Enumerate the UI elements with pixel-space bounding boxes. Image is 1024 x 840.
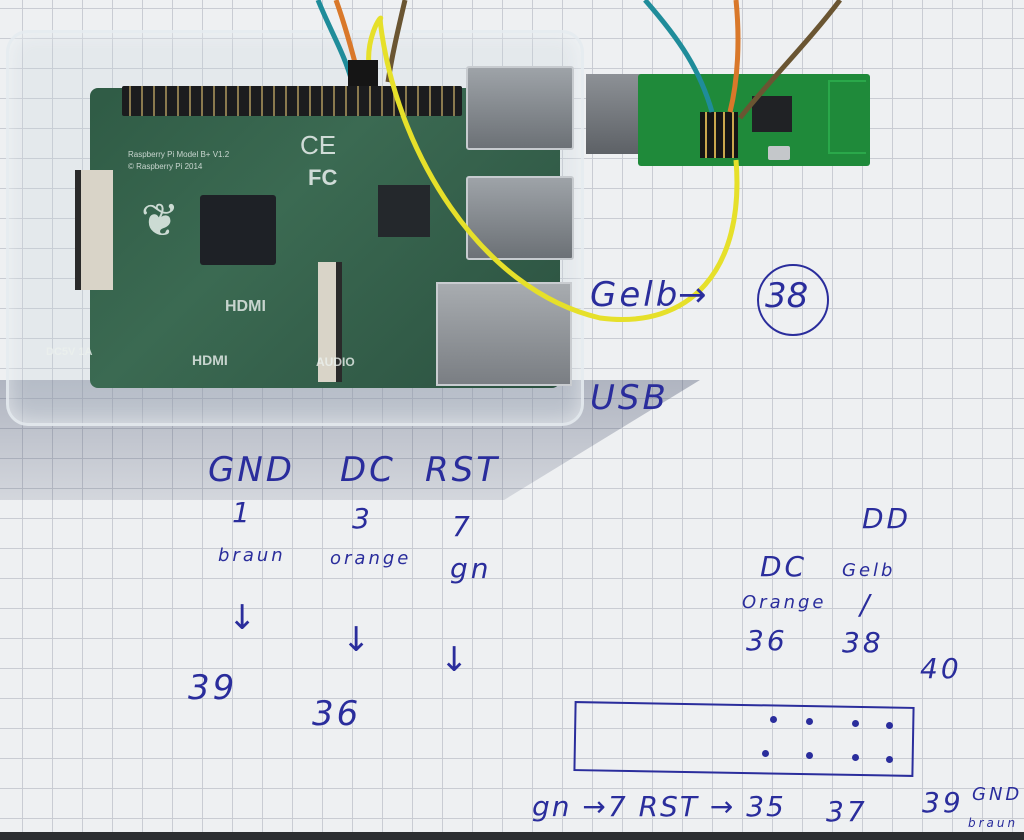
ce-mark: CE: [300, 130, 337, 160]
model-label: Raspberry Pi Model B+ V1.2: [128, 150, 230, 159]
pin-dot-37: [852, 754, 859, 761]
camera-connector: [318, 262, 342, 382]
col-rst-signal: RST: [425, 450, 500, 490]
diagram-gnd-color: braun: [968, 816, 1019, 830]
debug-connector-sketch: [573, 701, 915, 777]
diagram-dc-color: Orange: [742, 592, 827, 613]
dongle-mcu-chip: [752, 96, 792, 132]
diagram-pin-39: 39: [922, 786, 964, 819]
bottom-edge: [0, 832, 1024, 840]
col-gnd-arrow: ↓: [228, 598, 260, 638]
col-gnd-pin: 1: [232, 496, 253, 529]
pin-dot: [770, 716, 777, 723]
hdmi-label: HDMI: [225, 298, 266, 315]
diagram-dd-label: DD: [862, 502, 912, 535]
display-connector: [75, 170, 113, 290]
col-dc-signal: DC: [340, 450, 396, 490]
col-dc-pin: 3: [352, 502, 373, 535]
pin-dot-39: [886, 756, 893, 763]
diagram-dc-pin: 36: [746, 624, 788, 657]
usb-port-top: [466, 66, 574, 150]
pin-dot: [762, 750, 769, 757]
col-gnd-signal: GND: [208, 450, 295, 490]
col-gnd-color: braun: [218, 545, 286, 566]
raspberry-logo-icon: ❦: [140, 194, 180, 246]
usb-port-bottom: [466, 176, 574, 260]
diagram-dd-color: Gelb: [842, 560, 896, 581]
diagram-gnd-label: GND: [972, 784, 1023, 805]
col-rst-arrow: ↓: [440, 640, 472, 680]
audio-label: AUDIO: [316, 355, 355, 369]
diagram-pin-40: 40: [920, 652, 962, 685]
fc-mark: FC: [308, 165, 338, 190]
circled-pin-38: [757, 264, 829, 336]
note-usb: USB: [590, 378, 669, 418]
dongle-pcb-antenna: [828, 80, 866, 154]
pin-dot: [852, 720, 859, 727]
gpio-header: [122, 86, 462, 116]
diagram-rst-note: gn →7 RST → 35: [532, 790, 786, 823]
diagram-dd-tick: /: [860, 588, 873, 621]
col-rst-pin: 7: [452, 510, 473, 543]
pin-dot-40: [886, 722, 893, 729]
col-dc-arrow: ↓: [342, 620, 374, 660]
dongle-debug-header: [700, 112, 738, 158]
diagram-dc-label: DC: [760, 550, 808, 583]
copyright-label: © Raspberry Pi 2014: [128, 162, 203, 171]
note-arrow: →: [678, 275, 710, 315]
dongle-usb-plug: [586, 74, 642, 154]
soc-chip: [200, 195, 276, 265]
diagram-dd-pin: 38: [842, 626, 884, 659]
diagram-pin-37: 37: [826, 795, 868, 828]
hdmi-port-label: HDMI: [192, 352, 228, 368]
pin-dot-35: [806, 752, 813, 759]
lan-chip: [378, 185, 430, 237]
power-label: DC5V 1A: [46, 346, 93, 358]
pin-dot: [806, 718, 813, 725]
dongle-button: [768, 146, 790, 160]
col-dc-color: orange: [330, 548, 412, 569]
note-pin-38: 38: [765, 276, 809, 316]
col-rst-color: gn: [450, 552, 492, 585]
col-dc-target: 36: [312, 694, 362, 734]
note-gelb: Gelb: [590, 275, 681, 315]
ethernet-port: [436, 282, 572, 386]
col-gnd-target: 39: [188, 668, 238, 708]
